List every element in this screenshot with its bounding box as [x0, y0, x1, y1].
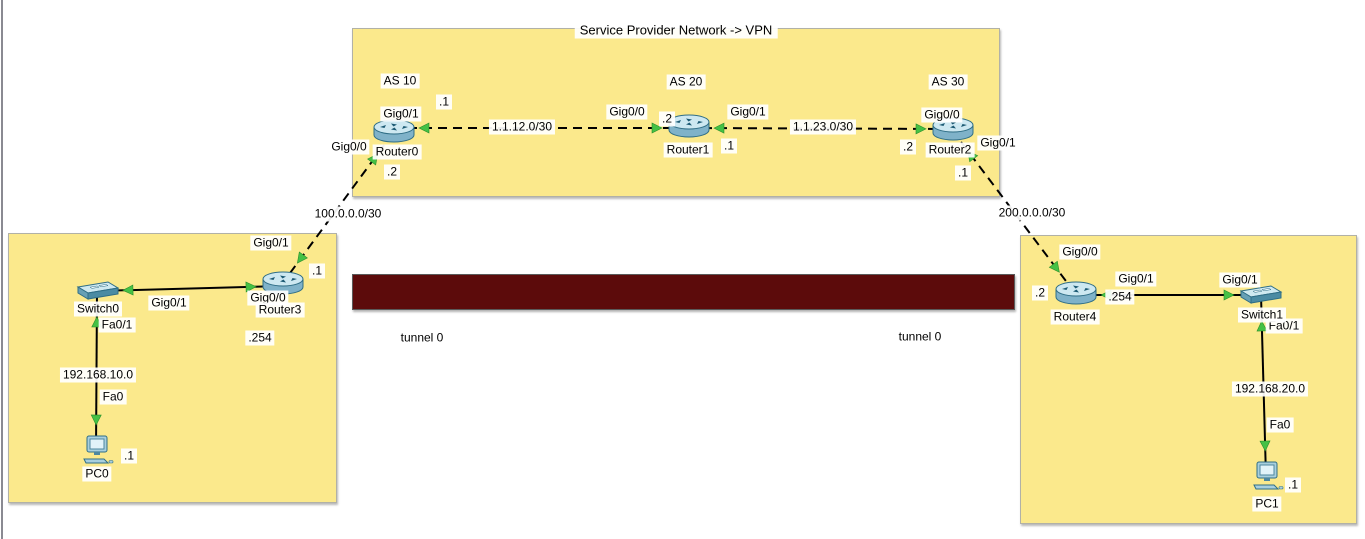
- subnet-label: 1.1.12.0/30: [488, 119, 556, 135]
- tunnel-label: tunnel 0: [895, 329, 945, 345]
- link-status-arrow: [90, 414, 102, 426]
- iface-label: Gig0/0: [328, 139, 370, 155]
- link-status-arrow: [1259, 440, 1271, 452]
- ip-label: .1: [435, 94, 453, 110]
- vpn-tunnel-bar: [352, 274, 1015, 310]
- iface-label: Fa0/1: [98, 317, 136, 333]
- iface-label: Gig0/0: [247, 290, 289, 306]
- pc-icon: [1250, 461, 1284, 493]
- ip-label: .2: [1031, 285, 1049, 301]
- iface-label: Gig0/1: [977, 135, 1019, 151]
- device-label-router0: Router0: [372, 144, 422, 160]
- link-status-arrow: [245, 281, 257, 293]
- device-label-router2: Router2: [925, 142, 975, 158]
- device-label-switch0: Switch0: [73, 301, 123, 317]
- subnet-label: 100.0.0.0/30: [311, 206, 385, 222]
- as-label: AS 20: [666, 74, 706, 90]
- iface-label: Gig0/1: [148, 295, 190, 311]
- ip-label: .1: [120, 448, 138, 464]
- link-status-arrow: [1048, 260, 1060, 273]
- iface-label: Gig0/1: [250, 235, 292, 251]
- router-icon: [372, 118, 416, 144]
- as-label: AS 10: [380, 73, 420, 89]
- workspace-left-border: [1, 0, 3, 539]
- ip-label: .2: [658, 111, 676, 127]
- ip-label: .254: [1105, 289, 1135, 305]
- ip-label: .1: [720, 138, 738, 154]
- device-label-pc0: PC0: [82, 466, 112, 482]
- iface-label: Gig0/0: [921, 107, 963, 123]
- iface-label: Gig0/1: [1115, 271, 1157, 287]
- as-label: AS 30: [928, 74, 968, 90]
- link-status-arrow: [1256, 320, 1268, 332]
- link-status-arrow: [297, 251, 308, 264]
- ip-label: .1: [954, 165, 972, 181]
- router-icon: [1054, 280, 1098, 306]
- ip-label: .1: [308, 263, 326, 279]
- device-router4[interactable]: [1054, 280, 1098, 311]
- subnet-label: 192.168.20.0: [1231, 381, 1309, 397]
- iface-label: Gig0/1: [380, 106, 422, 122]
- link-status-arrow: [418, 122, 430, 134]
- iface-label: Fa0: [99, 389, 127, 405]
- iface-label: Gig0/1: [1219, 272, 1261, 288]
- device-label-router1: Router1: [663, 142, 713, 158]
- link-status-arrow: [713, 122, 725, 134]
- region-service-provider: [352, 28, 1000, 197]
- pc-icon: [80, 435, 114, 467]
- link-status-arrow: [1223, 289, 1235, 301]
- device-label-pc1: PC1: [1252, 496, 1282, 512]
- iface-label: Gig0/0: [606, 104, 648, 120]
- link-status-arrow: [122, 284, 134, 296]
- ip-label: .2: [383, 164, 401, 180]
- subnet-label: 1.1.23.0/30: [789, 119, 857, 135]
- ip-label: .254: [245, 330, 275, 346]
- link-status-arrow: [915, 123, 927, 135]
- device-label-switch1: Switch1: [1237, 307, 1287, 323]
- device-label-router4: Router4: [1050, 309, 1100, 325]
- subnet-label: 200.0.0.0/30: [995, 205, 1069, 221]
- switch-icon: [75, 278, 121, 302]
- iface-label: Gig0/0: [1059, 244, 1101, 260]
- tunnel-label: tunnel 0: [397, 330, 447, 346]
- iface-label: Gig0/1: [727, 104, 769, 120]
- ip-label: .2: [899, 139, 917, 155]
- region-title: Service Provider Network -> VPN: [574, 21, 778, 39]
- device-pc1[interactable]: [1250, 461, 1284, 498]
- device-label-router3: Router3: [255, 302, 305, 318]
- ip-label: .1: [1284, 477, 1302, 493]
- iface-label: Fa0: [1266, 417, 1294, 433]
- link-status-arrow: [651, 122, 663, 134]
- subnet-label: 192.168.10.0: [59, 367, 137, 383]
